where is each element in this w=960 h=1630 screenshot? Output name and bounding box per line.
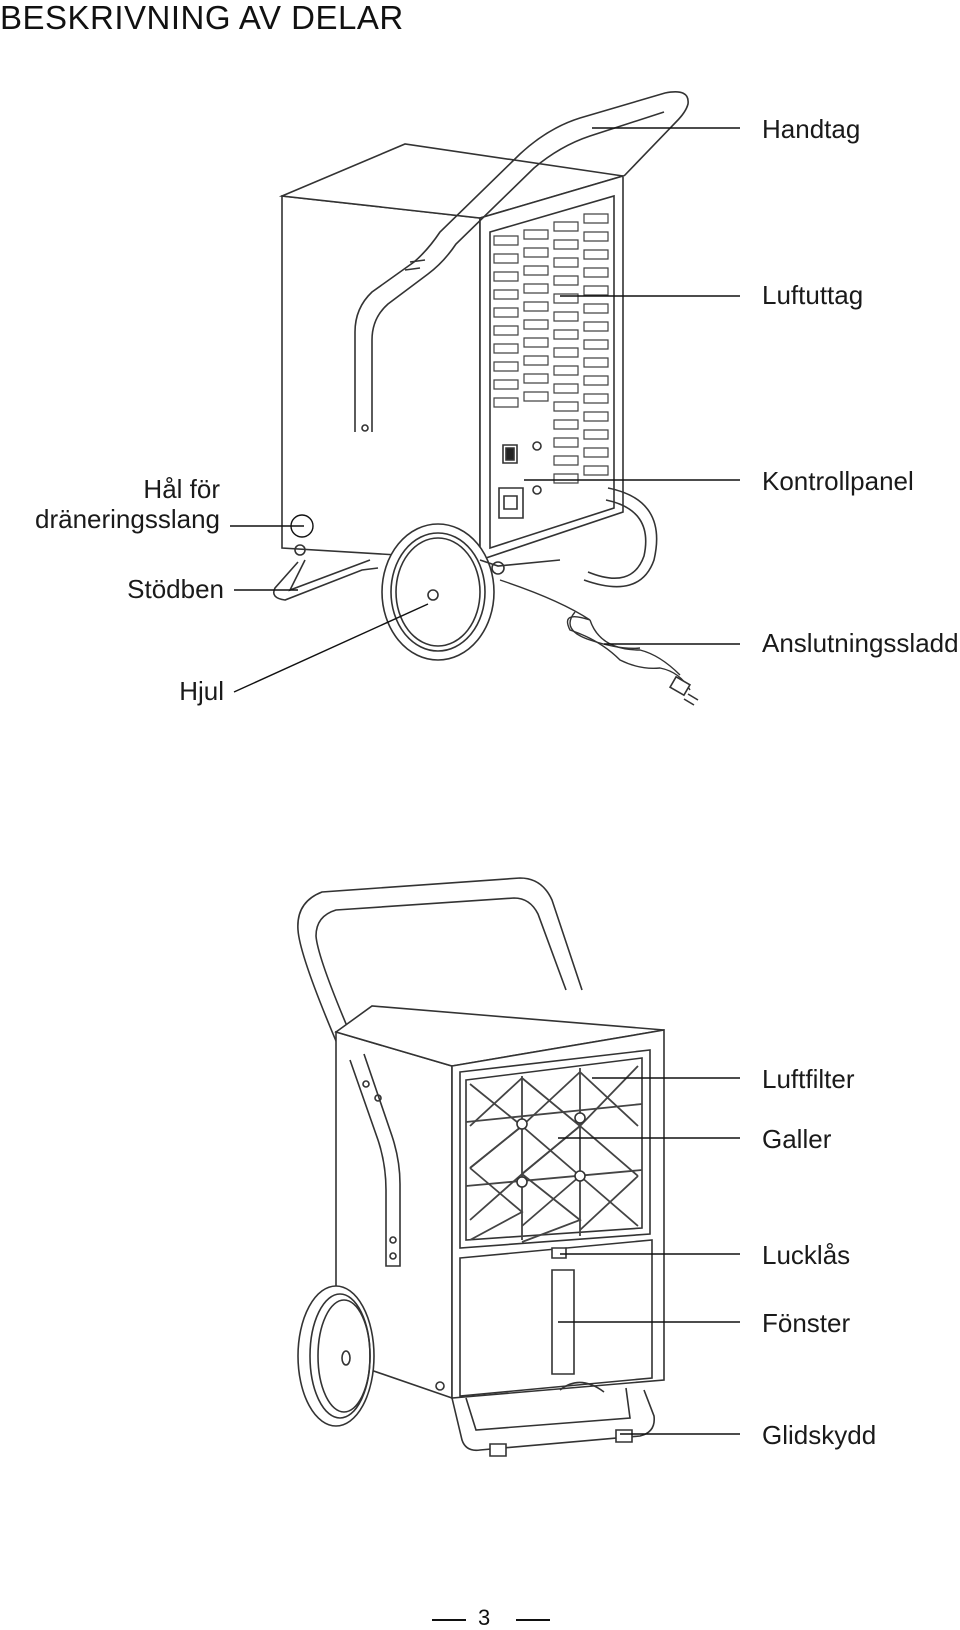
label-handle: Handtag [762, 114, 861, 144]
label-air-filter: Luftfilter [762, 1064, 855, 1094]
label-power-cord: Anslutningssladd [762, 628, 959, 658]
page-footer: 3 [0, 1606, 960, 1630]
label-wheel: Hjul [179, 676, 224, 706]
label-window: Fönster [762, 1308, 851, 1338]
label-air-outlet: Luftuttag [762, 280, 864, 310]
label-drain-hole-line2: dräneringsslang [34, 504, 220, 534]
dehumidifier-rear-illustration [0, 0, 960, 760]
label-cover-lock: Lucklås [762, 1240, 851, 1270]
label-drain-hole: Hål för dräneringsslang [20, 474, 220, 534]
label-glide-guard: Glidskydd [762, 1420, 877, 1450]
footer-dash-right [516, 1619, 550, 1621]
label-control-panel: Kontrollpanel [762, 466, 914, 496]
page-title: BESKRIVNING AV DELAR [0, 0, 404, 36]
label-drain-hole-line1: Hål för [143, 474, 220, 504]
label-grille: Galler [762, 1124, 832, 1154]
footer-dash-left [432, 1619, 466, 1621]
page-number: 3 [478, 1605, 491, 1630]
label-support-leg: Stödben [127, 574, 224, 604]
